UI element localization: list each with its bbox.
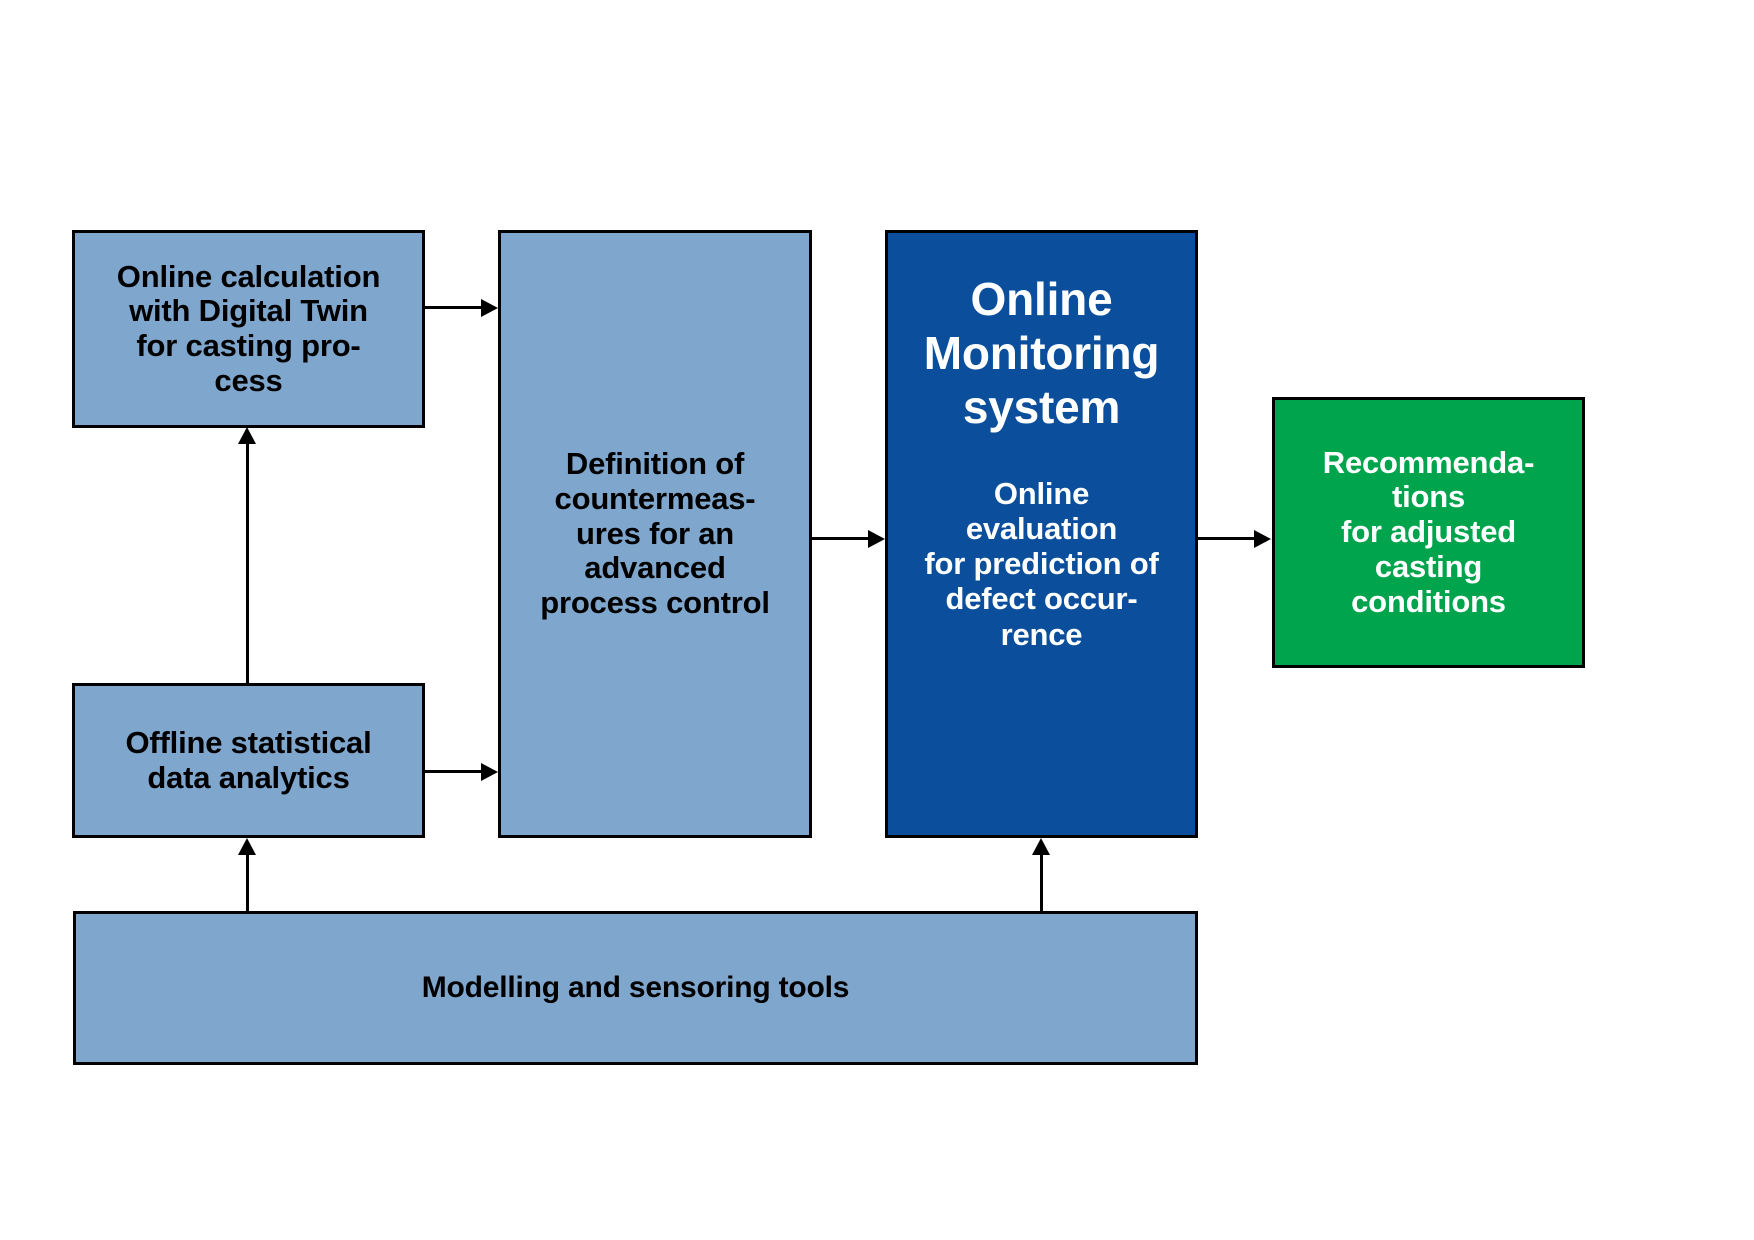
- edge-modelling-to-offline-line: [246, 846, 249, 911]
- edge-modelling-to-offline-arrowhead: [238, 838, 256, 855]
- edge-countermeasures-to-monitoring-line: [812, 537, 870, 540]
- node-online-monitoring-system-content: Online Monitoring system Online evaluati…: [888, 233, 1195, 835]
- node-online-calculation[interactable]: Online calculation with Digital Twin for…: [72, 230, 425, 428]
- node-online-monitoring-system[interactable]: Online Monitoring system Online evaluati…: [885, 230, 1198, 838]
- node-countermeasures[interactable]: Definition of countermeas- ures for an a…: [498, 230, 812, 838]
- node-recommendations-label: Recommenda- tions for adjusted casting c…: [1322, 444, 1535, 619]
- edge-offline-to-countermeasures-arrowhead: [481, 763, 498, 781]
- edge-online-calculation-to-countermeasures-line: [425, 306, 483, 309]
- node-online-calculation-label: Online calculation with Digital Twin for…: [116, 258, 381, 398]
- node-modelling-and-sensoring-tools[interactable]: Modelling and sensoring tools: [73, 911, 1198, 1065]
- node-offline-statistical-data-analytics[interactable]: Offline statistical data analytics: [72, 683, 425, 838]
- edge-online-calculation-to-countermeasures-arrowhead: [481, 299, 498, 317]
- node-countermeasures-label: Definition of countermeas- ures for an a…: [540, 446, 770, 621]
- edge-monitoring-to-recommendations-arrowhead: [1254, 530, 1271, 548]
- edge-offline-to-online-calculation-line: [246, 436, 249, 683]
- node-online-monitoring-system-title: Online Monitoring system: [923, 273, 1160, 433]
- edge-modelling-to-monitoring-line: [1040, 846, 1043, 911]
- node-recommendations[interactable]: Recommenda- tions for adjusted casting c…: [1272, 397, 1585, 668]
- node-modelling-and-sensoring-tools-label: Modelling and sensoring tools: [421, 971, 850, 1005]
- node-online-monitoring-system-subtitle: Online evaluation for prediction of defe…: [924, 476, 1159, 652]
- edge-offline-to-online-calculation-arrowhead: [238, 427, 256, 444]
- edge-offline-to-countermeasures-line: [425, 770, 483, 773]
- edge-modelling-to-monitoring-arrowhead: [1032, 838, 1050, 855]
- node-offline-statistical-data-analytics-label: Offline statistical data analytics: [125, 724, 372, 795]
- edge-monitoring-to-recommendations-line: [1198, 537, 1256, 540]
- edge-countermeasures-to-monitoring-arrowhead: [868, 530, 885, 548]
